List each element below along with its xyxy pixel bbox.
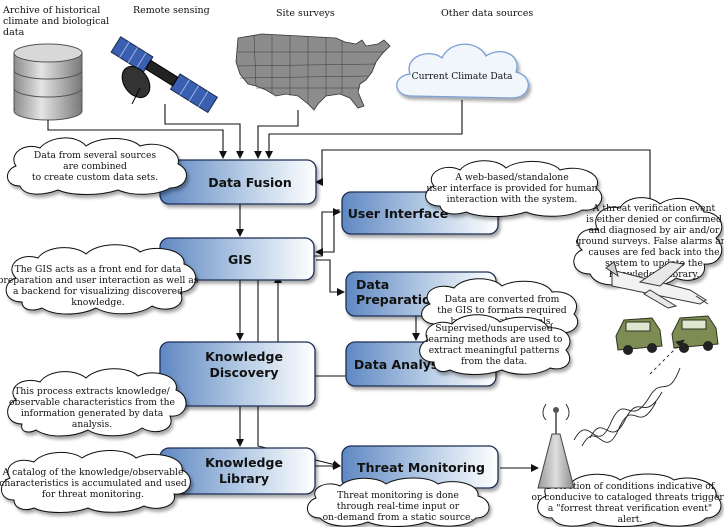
note-gis-cloud: The GIS acts as a front end for data pre… [0,244,199,315]
svg-text:knowledge.: knowledge. [71,297,124,308]
svg-text:Discovery: Discovery [209,365,278,380]
svg-text:climate and biological: climate and biological [3,16,109,27]
note-ui-cloud: A web-based/standalone user interface is… [425,160,603,217]
svg-text:characteristics is accumulated: characteristics is accumulated and used [0,478,187,489]
svg-text:the GIS to formats required: the GIS to formats required [437,305,567,316]
svg-text:interaction with the system.: interaction with the system. [447,194,578,205]
svg-text:information generated by data: information generated by data [21,408,164,419]
svg-text:extract meaningful patterns: extract meaningful patterns [429,345,560,356]
svg-text:a backend for visualizing disc: a backend for visualizing discovered [13,286,183,297]
note-detection-cloud: Detection of conditions indicative of or… [532,473,724,527]
svg-text:Archive of historical: Archive of historical [2,5,100,16]
svg-text:Library: Library [219,471,269,486]
radio-tower-icon [537,403,575,489]
note-analysis-cloud: Supervised/unsupervised learning methods… [419,314,571,375]
svg-text:learning methods are used to: learning methods are used to [426,334,563,345]
svg-text:from the data.: from the data. [461,356,527,367]
svg-text:Knowledge: Knowledge [205,349,283,364]
note-discovery-cloud: This process extracts knowledge/ observa… [7,368,187,437]
svg-text:ground surveys. False alarms a: ground surveys. False alarms and [576,236,724,247]
site-surveys-label: Site surveys [276,8,335,19]
note-library-cloud: A catalog of the knowledge/observable ch… [0,450,191,513]
svg-text:GIS: GIS [228,252,252,267]
airplane-icon [605,261,709,309]
svg-text:system to update the: system to update the [605,258,703,269]
remote-sensing-label: Remote sensing [133,5,210,16]
svg-text:This process extracts knowledg: This process extracts knowledge/ [14,386,170,397]
svg-text:preparation and user interacti: preparation and user interaction as well… [0,275,199,286]
svg-text:Data: Data [356,277,389,292]
svg-text:observable characteristics fro: observable characteristics from the [9,397,175,408]
other-sources-label: Other data sources [441,8,533,19]
svg-text:and diagnosed by air and/or: and diagnosed by air and/or [589,225,720,236]
usa-map-icon [235,33,391,111]
satellite-icon [110,36,219,114]
svg-text:user interface is provided for: user interface is provided for human [427,183,598,194]
svg-text:for threat monitoring.: for threat monitoring. [42,489,144,500]
data-fusion-box[interactable]: Data Fusion [159,159,317,205]
knowledge-library-box[interactable]: Knowledge Library [159,447,316,495]
svg-text:A catalog of the knowledge/obs: A catalog of the knowledge/observable [2,467,184,478]
truck-icon-left [615,317,663,355]
svg-text:Knowledge: Knowledge [205,455,283,470]
current-climate-cloud: Current Climate Data [396,43,529,99]
svg-text:Preparation: Preparation [356,292,440,307]
svg-text:are combined: are combined [63,161,127,172]
svg-text:through real-time input or: through real-time input or [337,501,460,512]
note-verification-cloud: A threat verification event is either de… [573,197,724,287]
truck-icon-right [671,315,719,353]
svg-text:on-demand from a static source: on-demand from a static source. [323,512,474,523]
gis-box[interactable]: GIS [159,237,315,281]
svg-text:alert.: alert. [618,514,643,525]
svg-text:Data Fusion: Data Fusion [208,175,292,190]
svg-text:Threat Monitoring: Threat Monitoring [357,460,485,475]
svg-text:to create custom data sets.: to create custom data sets. [32,172,158,183]
svg-text:Detection of conditions indica: Detection of conditions indicative of [546,481,715,492]
note-monitoring-cloud: Threat monitoring is done through real-t… [307,477,490,527]
database-icon [13,43,83,121]
svg-text:Supervised/unsupervised: Supervised/unsupervised [435,323,553,334]
svg-text:is either denied or confirmed: is either denied or confirmed [586,214,722,225]
svg-text:User Interface: User Interface [348,206,449,221]
current-climate-label: Current Climate Data [412,71,513,82]
svg-text:A web-based/standalone: A web-based/standalone [454,172,568,183]
threat-monitoring-box[interactable]: Threat Monitoring [341,445,499,489]
archive-label: Archive of historical climate and biolog… [2,5,109,38]
svg-text:a "forrest threat verification: a "forrest threat verification event" [548,503,712,514]
note-fusion-cloud: Data from several sources are combined t… [7,137,187,195]
svg-text:or conducive to cataloged thre: or conducive to cataloged threats trigge… [532,492,724,503]
svg-text:Data from several sources: Data from several sources [34,150,157,161]
svg-text:The GIS acts as a front end fo: The GIS acts as a front end for data [15,264,182,275]
svg-text:Threat monitoring is done: Threat monitoring is done [337,490,459,501]
svg-text:analysis.: analysis. [72,419,112,430]
svg-text:A threat verification event: A threat verification event [592,203,716,214]
signal-wave-icon [573,339,685,447]
svg-text:Data are converted from: Data are converted from [445,294,560,305]
svg-text:causes are fed back into the: causes are fed back into the [588,247,719,258]
svg-text:data: data [3,27,25,38]
